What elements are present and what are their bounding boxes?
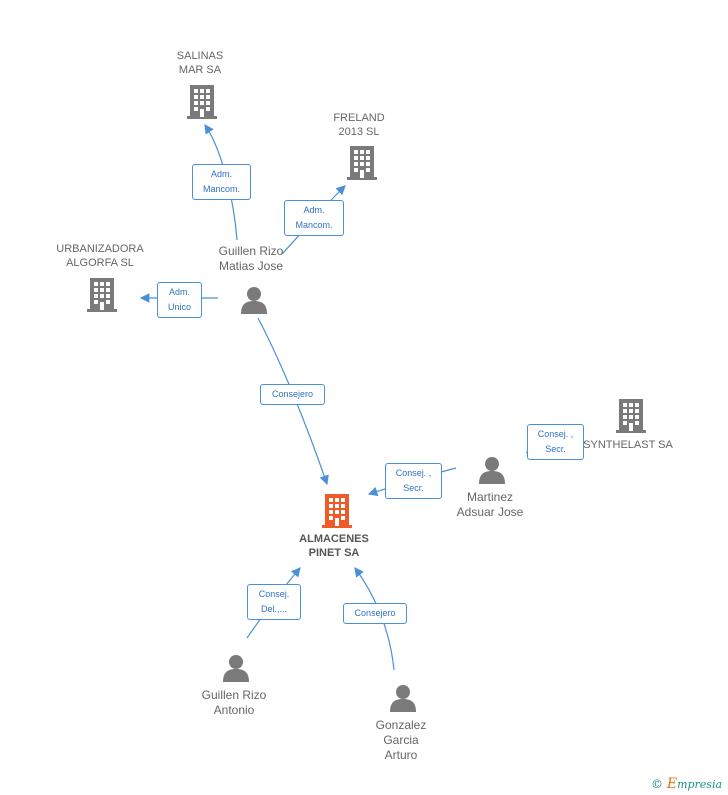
person-icon-guillen-matias[interactable] [241, 287, 267, 314]
relation-badge-consej-secr-main[interactable]: Consej. ,Secr. [385, 463, 442, 499]
relation-badge-adm-unico[interactable]: Adm.Unico [157, 282, 202, 318]
company-label-synthelast[interactable]: SYNTHELAST SA [583, 439, 673, 451]
company-icon-synthelast[interactable] [616, 399, 646, 433]
company-icon-almacenes[interactable] [322, 494, 352, 528]
person-icon-martinez[interactable] [479, 457, 505, 484]
relation-badge-consejero-gonzalez[interactable]: Consejero [343, 603, 407, 624]
relation-badge-consej-secr-synthelast[interactable]: Consej. ,Secr. [527, 424, 584, 460]
copyright-footer: © Empresia [651, 776, 722, 792]
empresia-logo-letter: E [666, 776, 678, 792]
relation-badge-adm-mancom-freland[interactable]: Adm.Mancom. [284, 200, 344, 236]
copyright-icon: © [651, 777, 663, 791]
person-icon-guillen-antonio[interactable] [223, 655, 249, 682]
company-icon-freland[interactable] [347, 146, 377, 180]
company-icon-urbanizadora[interactable] [87, 278, 117, 312]
empresia-logo-text: mpresia [677, 778, 723, 791]
person-icon-gonzalez[interactable] [390, 685, 416, 712]
company-icon-salinas[interactable] [187, 85, 217, 119]
relation-badge-consej-del[interactable]: Consej.Del.,... [247, 584, 301, 620]
relation-badge-consejero-main[interactable]: Consejero [260, 384, 325, 405]
relation-badge-adm-mancom-salinas[interactable]: Adm.Mancom. [192, 164, 251, 200]
